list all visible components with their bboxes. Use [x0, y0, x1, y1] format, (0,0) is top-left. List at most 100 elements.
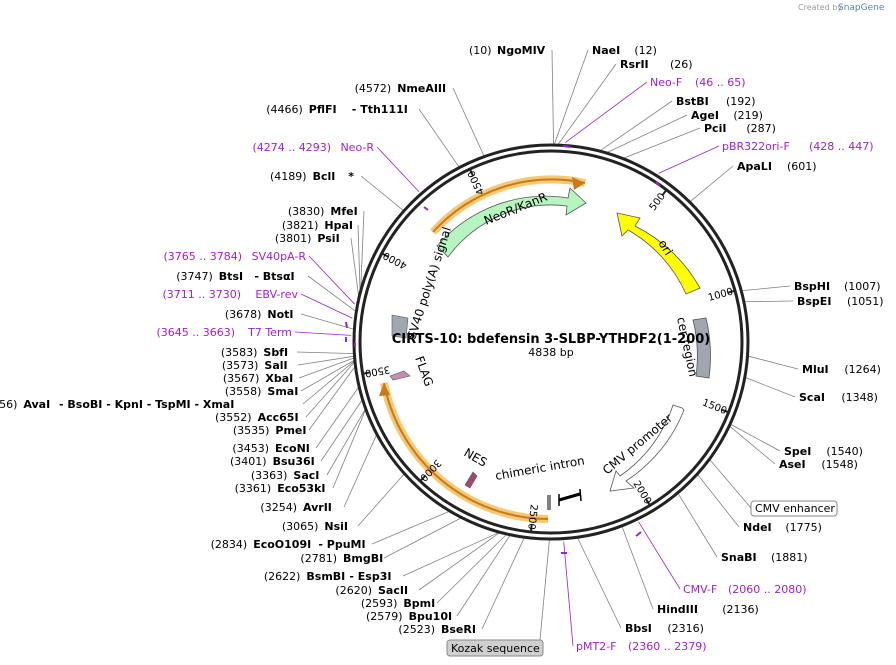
site-extra-names: - BtsαI: [254, 270, 294, 283]
leader-line: [551, 49, 554, 146]
site-position: (2316): [667, 622, 704, 635]
primer-name: Neo-R: [340, 141, 374, 154]
site-spei: SpeI(1540): [784, 445, 863, 458]
leader-line: [677, 492, 718, 558]
site-extra-names: - Tth111I: [352, 103, 408, 116]
site-name: PciI: [704, 122, 726, 135]
leader-line: [436, 533, 508, 604]
site-position: (287): [746, 122, 776, 135]
site-agei: AgeI (219): [691, 109, 763, 122]
site-position: (10): [469, 44, 492, 57]
leader-lines: [294, 49, 799, 647]
site-position: (3361): [235, 482, 272, 495]
leader-line: [729, 425, 776, 465]
site-bbsi: BbsI(2316): [625, 622, 704, 635]
leader-line: [747, 355, 799, 370]
site-name: BseRI: [441, 623, 476, 636]
site-name: NotI: [267, 308, 293, 321]
tick-mark: [727, 289, 736, 294]
tick-label: 1000: [707, 286, 734, 303]
leader-line: [320, 399, 363, 462]
leader-line: [481, 537, 525, 630]
primer-name: T7 Term: [247, 326, 292, 339]
site-avai: (3556)AvaI- BsoBI - KpnI - TspMI - XmaI: [0, 398, 234, 411]
features-layer: [345, 145, 711, 554]
leader-line: [418, 108, 460, 168]
leader-line: [553, 49, 589, 146]
site-position: (3747): [176, 270, 213, 283]
leader-line: [557, 63, 617, 146]
site-name: BpmI: [403, 597, 435, 610]
fusion-cds-line: [383, 382, 549, 520]
site-name: NmeAIII: [397, 82, 446, 95]
site-name: BmgBI: [343, 552, 383, 565]
tick-mark: [661, 189, 668, 197]
site-position: (601): [787, 160, 817, 173]
primer-range: (3765 .. 3784): [163, 250, 242, 263]
site-name: MfeI: [330, 205, 357, 218]
feature-label-nes: NES: [462, 445, 490, 469]
site-asei: AseI(1548): [779, 458, 858, 471]
site-bmgbi: (2781)BmgBI: [300, 552, 383, 565]
site-position: (219): [733, 109, 763, 122]
leader-line: [606, 114, 688, 154]
flag-arrow: [389, 370, 411, 381]
site-position: (12): [634, 44, 657, 57]
site-smai: (3558)SmaI: [225, 385, 298, 398]
tick-label: 3500: [364, 363, 391, 378]
site-position: (3801): [275, 232, 312, 245]
site-pflfi: (4466)PflFI- Tth111I: [266, 103, 408, 116]
site-bspei: BspEI(1051): [797, 295, 884, 308]
leader-line: [622, 127, 701, 159]
leader-line: [456, 534, 511, 617]
tick-mark: [381, 252, 389, 258]
primer-name: Neo-F: [650, 76, 682, 89]
site-position: (3678): [225, 308, 262, 321]
leader-line: [744, 376, 796, 398]
site-bcli: (4189)BclI*: [270, 170, 354, 183]
site-name: NgoMIV: [497, 44, 546, 57]
cer-region-box: [692, 317, 711, 379]
site-acc65i: (3552)Acc65I: [215, 411, 299, 424]
site-position: (3567): [223, 372, 260, 385]
leader-line: [332, 408, 367, 489]
site-position: (2136): [722, 603, 759, 616]
primer-pmt2-f: pMT2-F(2360 .. 2379): [576, 640, 707, 653]
primer-range: (3711 .. 3730): [162, 288, 241, 301]
backbone-outer: [352, 143, 750, 541]
primer-leader: [565, 81, 648, 143]
site-scai: ScaI(1348): [799, 391, 878, 404]
plasmid-length: 4838 bp: [528, 346, 573, 359]
site-name: Bpu10I: [409, 610, 453, 623]
intron-splice-mark: [547, 495, 551, 510]
site-name: SpeI: [784, 445, 811, 458]
tick-mark: [419, 475, 426, 482]
site-sali: (3573)SalI: [222, 359, 288, 372]
leader-line: [300, 359, 356, 392]
primer-marks: [345, 145, 661, 554]
leader-line: [383, 517, 462, 559]
site-name: BsmBI: [306, 570, 345, 583]
plasmid-name: CIRTS-10: bdefensin 3-SLBP-YTHDF2(1-200): [392, 332, 711, 347]
tick-label: 2000: [630, 479, 653, 506]
neor-kanr-arrow: [436, 187, 587, 258]
site-mfei: (3830)MfeI: [288, 205, 358, 218]
neo-cds-arrowhead: [572, 177, 585, 190]
primer-leader: [300, 293, 353, 319]
site-position: (3558): [225, 385, 262, 398]
site-position: (4466): [266, 103, 303, 116]
site-name: PmeI: [275, 424, 306, 437]
kozak-box: [446, 639, 544, 657]
site-name: BspEI: [797, 295, 831, 308]
tick-mark: [529, 524, 533, 533]
primer-leader: [563, 541, 574, 647]
site-naei: NaeI (12): [592, 44, 657, 57]
site-position: (2834): [211, 538, 248, 551]
site-name: AgeI: [691, 109, 719, 122]
ori-arrow: [616, 212, 701, 295]
site-apali: ApaLI(601): [737, 160, 817, 173]
site-name: AvrII: [303, 501, 332, 514]
leader-line: [343, 433, 378, 508]
site-name: NaeI: [592, 44, 620, 57]
